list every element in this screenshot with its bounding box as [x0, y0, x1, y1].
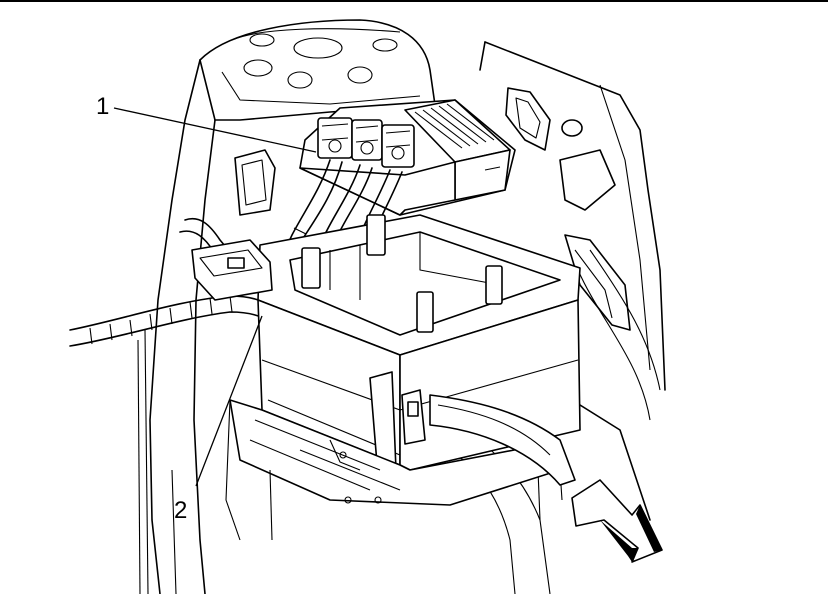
battery-tray	[191, 214, 581, 541]
callout-label-2: 2	[174, 497, 187, 524]
callout-1: 1	[96, 93, 317, 153]
control-module-1	[299, 99, 516, 216]
callout-2: 2	[174, 315, 263, 524]
leader-line-2	[195, 315, 263, 487]
direction-arrow-icon	[571, 479, 663, 563]
callout-label-1: 1	[96, 93, 109, 120]
leader-line-1	[113, 107, 317, 153]
